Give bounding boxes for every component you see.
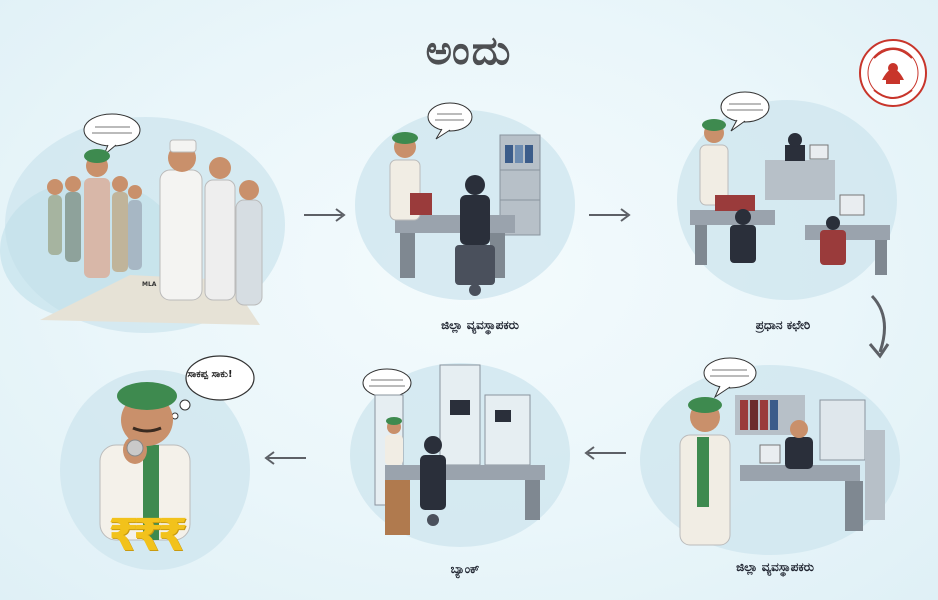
page-title: ಅಂದು [425,28,513,74]
mla-sign-label: MLA [142,281,157,288]
caption-district-manager-1: ಜಿಲ್ಲಾ ವ್ಯವಸ್ಥಾಪಕರು [441,318,519,332]
flow-arrow-curve-down-icon [868,294,890,359]
karnataka-government-seal-icon [859,39,927,107]
mla-politician-illustration [159,139,263,306]
thought-bubble-text: ಸಾಕಪ್ಪ ಸಾಕು! [187,369,232,380]
speech-bubble [703,357,757,399]
panel-farmer-meets-mla: MLA [0,113,285,333]
caption-head-office: ಪ್ರಧಾನ ಕಛೇರಿ [755,318,811,332]
panel-bank [350,363,570,547]
speech-bubble [427,102,473,140]
flow-arrow-right-2-icon [589,208,631,222]
panel-district-manager-office-2 [640,357,900,555]
caption-bank: ಬ್ಯಾಂಕ್ [450,562,480,576]
farmer-crowd-illustration [47,149,142,278]
caption-district-manager-2: ಜಿಲ್ಲಾ ವ್ಯವಸ್ಥಾಪಕರು [736,560,814,574]
flow-arrow-left-1-icon [584,446,626,460]
speech-bubble [720,91,770,132]
rupee-symbols: ₹₹₹ [108,510,188,561]
thought-bubble-text-holder: ಸಾಕಪ್ಪ ಸಾಕು! [187,369,232,380]
flow-arrow-right-1-icon [304,208,346,222]
panel-frustrated-farmer [60,355,255,570]
panel-head-office [677,91,897,300]
panel-district-manager-office-1 [355,102,575,300]
flow-arrow-left-2-icon [264,451,306,465]
